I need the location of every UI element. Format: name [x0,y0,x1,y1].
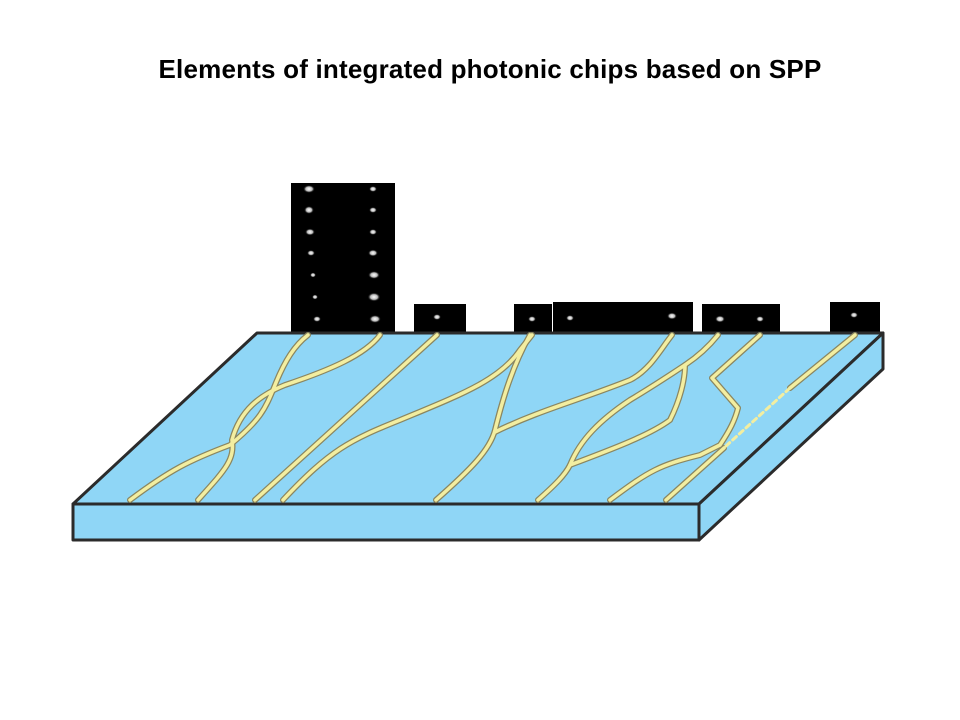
substrate-side-face [697,331,885,542]
slide-title: Elements of integrated photonic chips ba… [158,54,822,84]
waveguides [127,332,858,503]
output-panels [291,183,880,334]
output-panel-tall [291,183,395,333]
output-panel-2 [414,304,466,334]
output-panel-5 [702,304,780,334]
waveguide-gap-segment [724,386,792,448]
output-panel-6 [830,302,880,334]
substrate-front-face [71,502,701,542]
chip-substrate [71,331,885,542]
output-panel-4 [553,302,693,334]
output-panel-3 [514,304,552,334]
